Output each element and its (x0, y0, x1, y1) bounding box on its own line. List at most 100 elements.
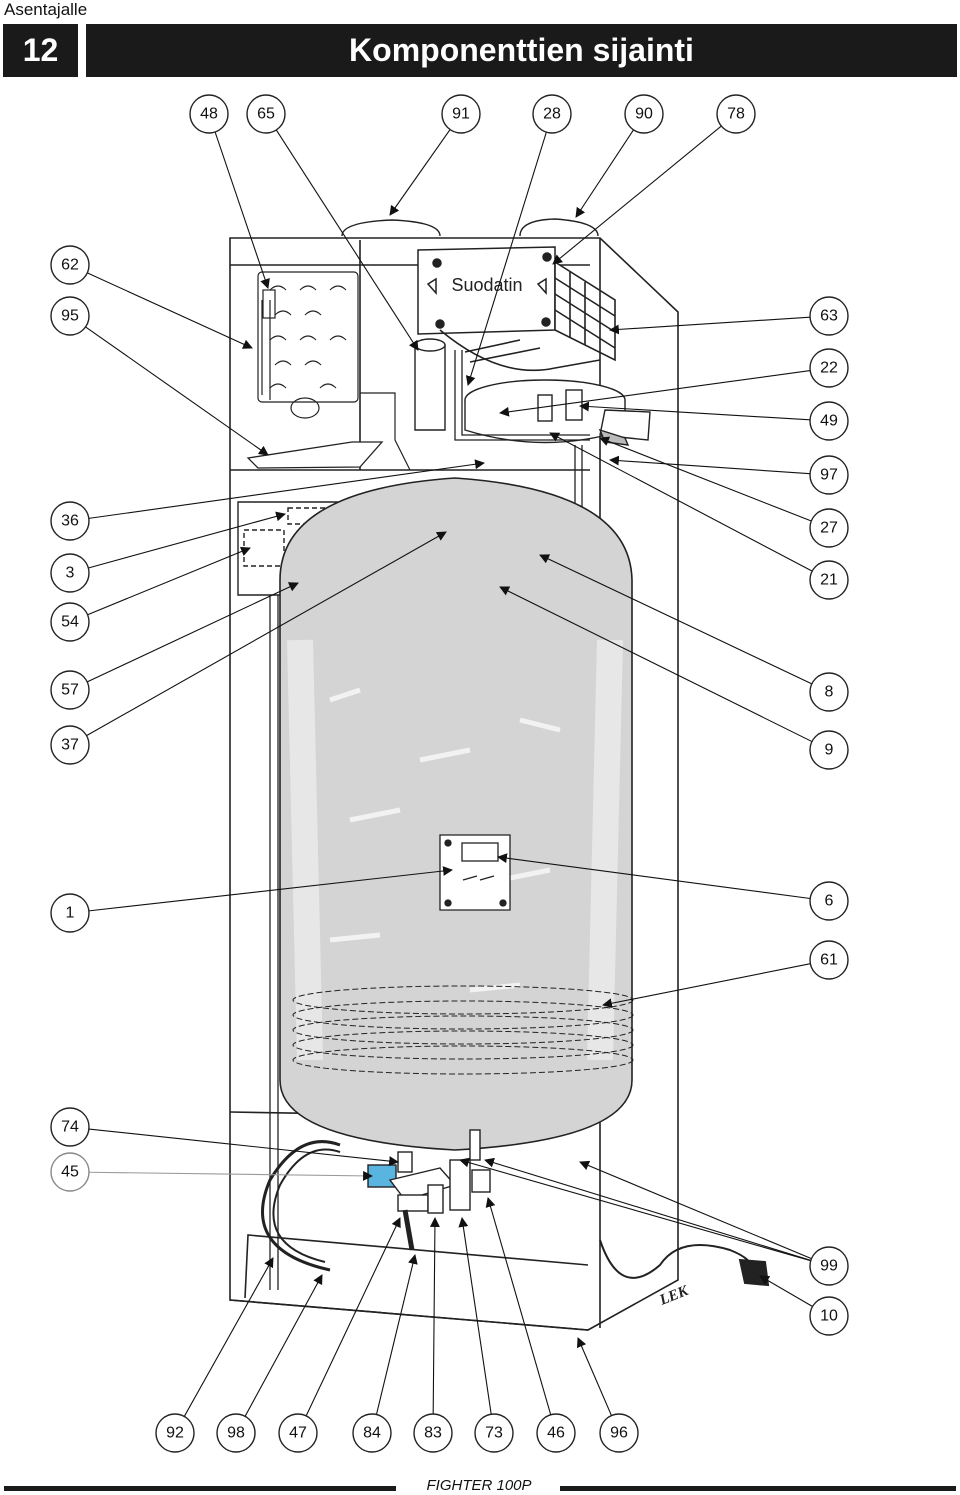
heater-flange (439, 834, 511, 911)
callout-number: 90 (635, 106, 653, 123)
leader-line-83 (429, 1217, 440, 1415)
callout-84: 84 (352, 1413, 392, 1453)
callout-73: 73 (474, 1413, 514, 1453)
callout-3: 3 (50, 553, 90, 593)
callout-number: 8 (825, 684, 834, 701)
callout-49: 49 (809, 401, 849, 441)
callout-83: 83 (413, 1413, 453, 1453)
leader-line-46 (485, 1197, 552, 1415)
water-tank (279, 477, 633, 1151)
leader-line-28 (465, 131, 547, 386)
callout-number: 63 (820, 308, 838, 325)
page-title: Komponenttien sijainti (86, 24, 957, 77)
leader-line-21 (549, 432, 813, 572)
callout-65: 65 (246, 94, 286, 134)
leader-line-27 (599, 436, 812, 522)
fan-grid (439, 260, 616, 372)
callout-number: 10 (820, 1308, 838, 1325)
callout-number: 49 (820, 413, 838, 430)
callout-99: 99 (809, 1246, 849, 1286)
callout-number: 3 (66, 565, 75, 582)
callout-number: 28 (543, 106, 561, 123)
callout-number: 97 (820, 467, 838, 484)
callout-37: 37 (50, 725, 90, 765)
callout-74: 74 (50, 1107, 90, 1147)
callout-number: 92 (166, 1425, 184, 1442)
callout-36: 36 (50, 501, 90, 541)
callout-number: 95 (61, 308, 79, 325)
callout-57: 57 (50, 670, 90, 710)
power-cable (599, 1239, 770, 1287)
callout-number: 78 (727, 106, 745, 123)
leader-line-10 (759, 1275, 813, 1307)
leader-line-73 (458, 1217, 492, 1415)
leader-line-96 (576, 1337, 612, 1416)
callout-number: 83 (424, 1425, 442, 1442)
leader-line-74 (88, 1128, 399, 1166)
leader-line-47 (305, 1217, 401, 1417)
callout-number: 1 (66, 905, 75, 922)
leader-line-99 (459, 1157, 811, 1262)
footer-rule-left (4, 1486, 396, 1491)
callout-28: 28 (532, 94, 572, 134)
leader-line-9 (499, 586, 813, 743)
callout-number: 65 (257, 106, 275, 123)
evaporator-coil (257, 271, 411, 471)
page-number: 12 (3, 24, 78, 77)
callout-number: 73 (485, 1425, 503, 1442)
leader-line-8 (539, 554, 813, 685)
callout-97: 97 (809, 455, 849, 495)
leader-line-6 (497, 853, 811, 900)
leader-line-99 (484, 1157, 812, 1261)
filter-label: Suodatin (451, 275, 522, 295)
callout-number: 9 (825, 742, 834, 759)
callout-number: 74 (61, 1119, 79, 1136)
section-label: Asentajalle (4, 0, 88, 19)
leader-line-62 (87, 272, 253, 349)
callout-number: 99 (820, 1258, 838, 1275)
leader-line-95 (85, 326, 269, 456)
callout-number: 48 (200, 106, 218, 123)
footer-model: FIGHTER 100P (400, 1477, 558, 1494)
safety-valve (367, 1164, 397, 1188)
callout-78: 78 (716, 94, 756, 134)
callout-1: 1 (50, 893, 90, 933)
valve-assembly (367, 1129, 491, 1251)
leader-line-99 (579, 1160, 812, 1260)
callout-number: 84 (363, 1425, 381, 1442)
footer-rule-right (560, 1486, 956, 1491)
leader-line-1 (88, 866, 453, 912)
callout-63: 63 (809, 296, 849, 336)
leader-line-3 (88, 511, 286, 569)
callout-61: 61 (809, 940, 849, 980)
callout-47: 47 (278, 1413, 318, 1453)
callout-number: 47 (289, 1425, 307, 1442)
callout-91: 91 (441, 94, 481, 134)
overflow-hose (261, 1140, 341, 1272)
callout-number: 91 (452, 106, 470, 123)
callout-number: 45 (61, 1164, 79, 1181)
callout-9: 9 (809, 730, 849, 770)
callout-number: 27 (820, 520, 838, 537)
callout-27: 27 (809, 508, 849, 548)
callout-number: 62 (61, 257, 79, 274)
callout-number: 22 (820, 360, 838, 377)
callout-96: 96 (599, 1413, 639, 1453)
callout-46: 46 (536, 1413, 576, 1453)
leader-line-36 (88, 459, 485, 519)
leader-line-49 (579, 401, 811, 421)
leader-line-22 (499, 370, 811, 417)
leader-line-61 (602, 963, 811, 1009)
callout-number: 61 (820, 952, 838, 969)
callout-number: 21 (820, 572, 838, 589)
callout-92: 92 (155, 1413, 195, 1453)
brand-mark: LEK (657, 1283, 692, 1310)
callout-45: 45 (50, 1152, 90, 1192)
callout-number: 57 (61, 682, 79, 699)
leader-line-78 (552, 125, 722, 265)
callout-98: 98 (216, 1413, 256, 1453)
leader-line-65 (275, 129, 419, 351)
leader-line-84 (375, 1254, 418, 1415)
